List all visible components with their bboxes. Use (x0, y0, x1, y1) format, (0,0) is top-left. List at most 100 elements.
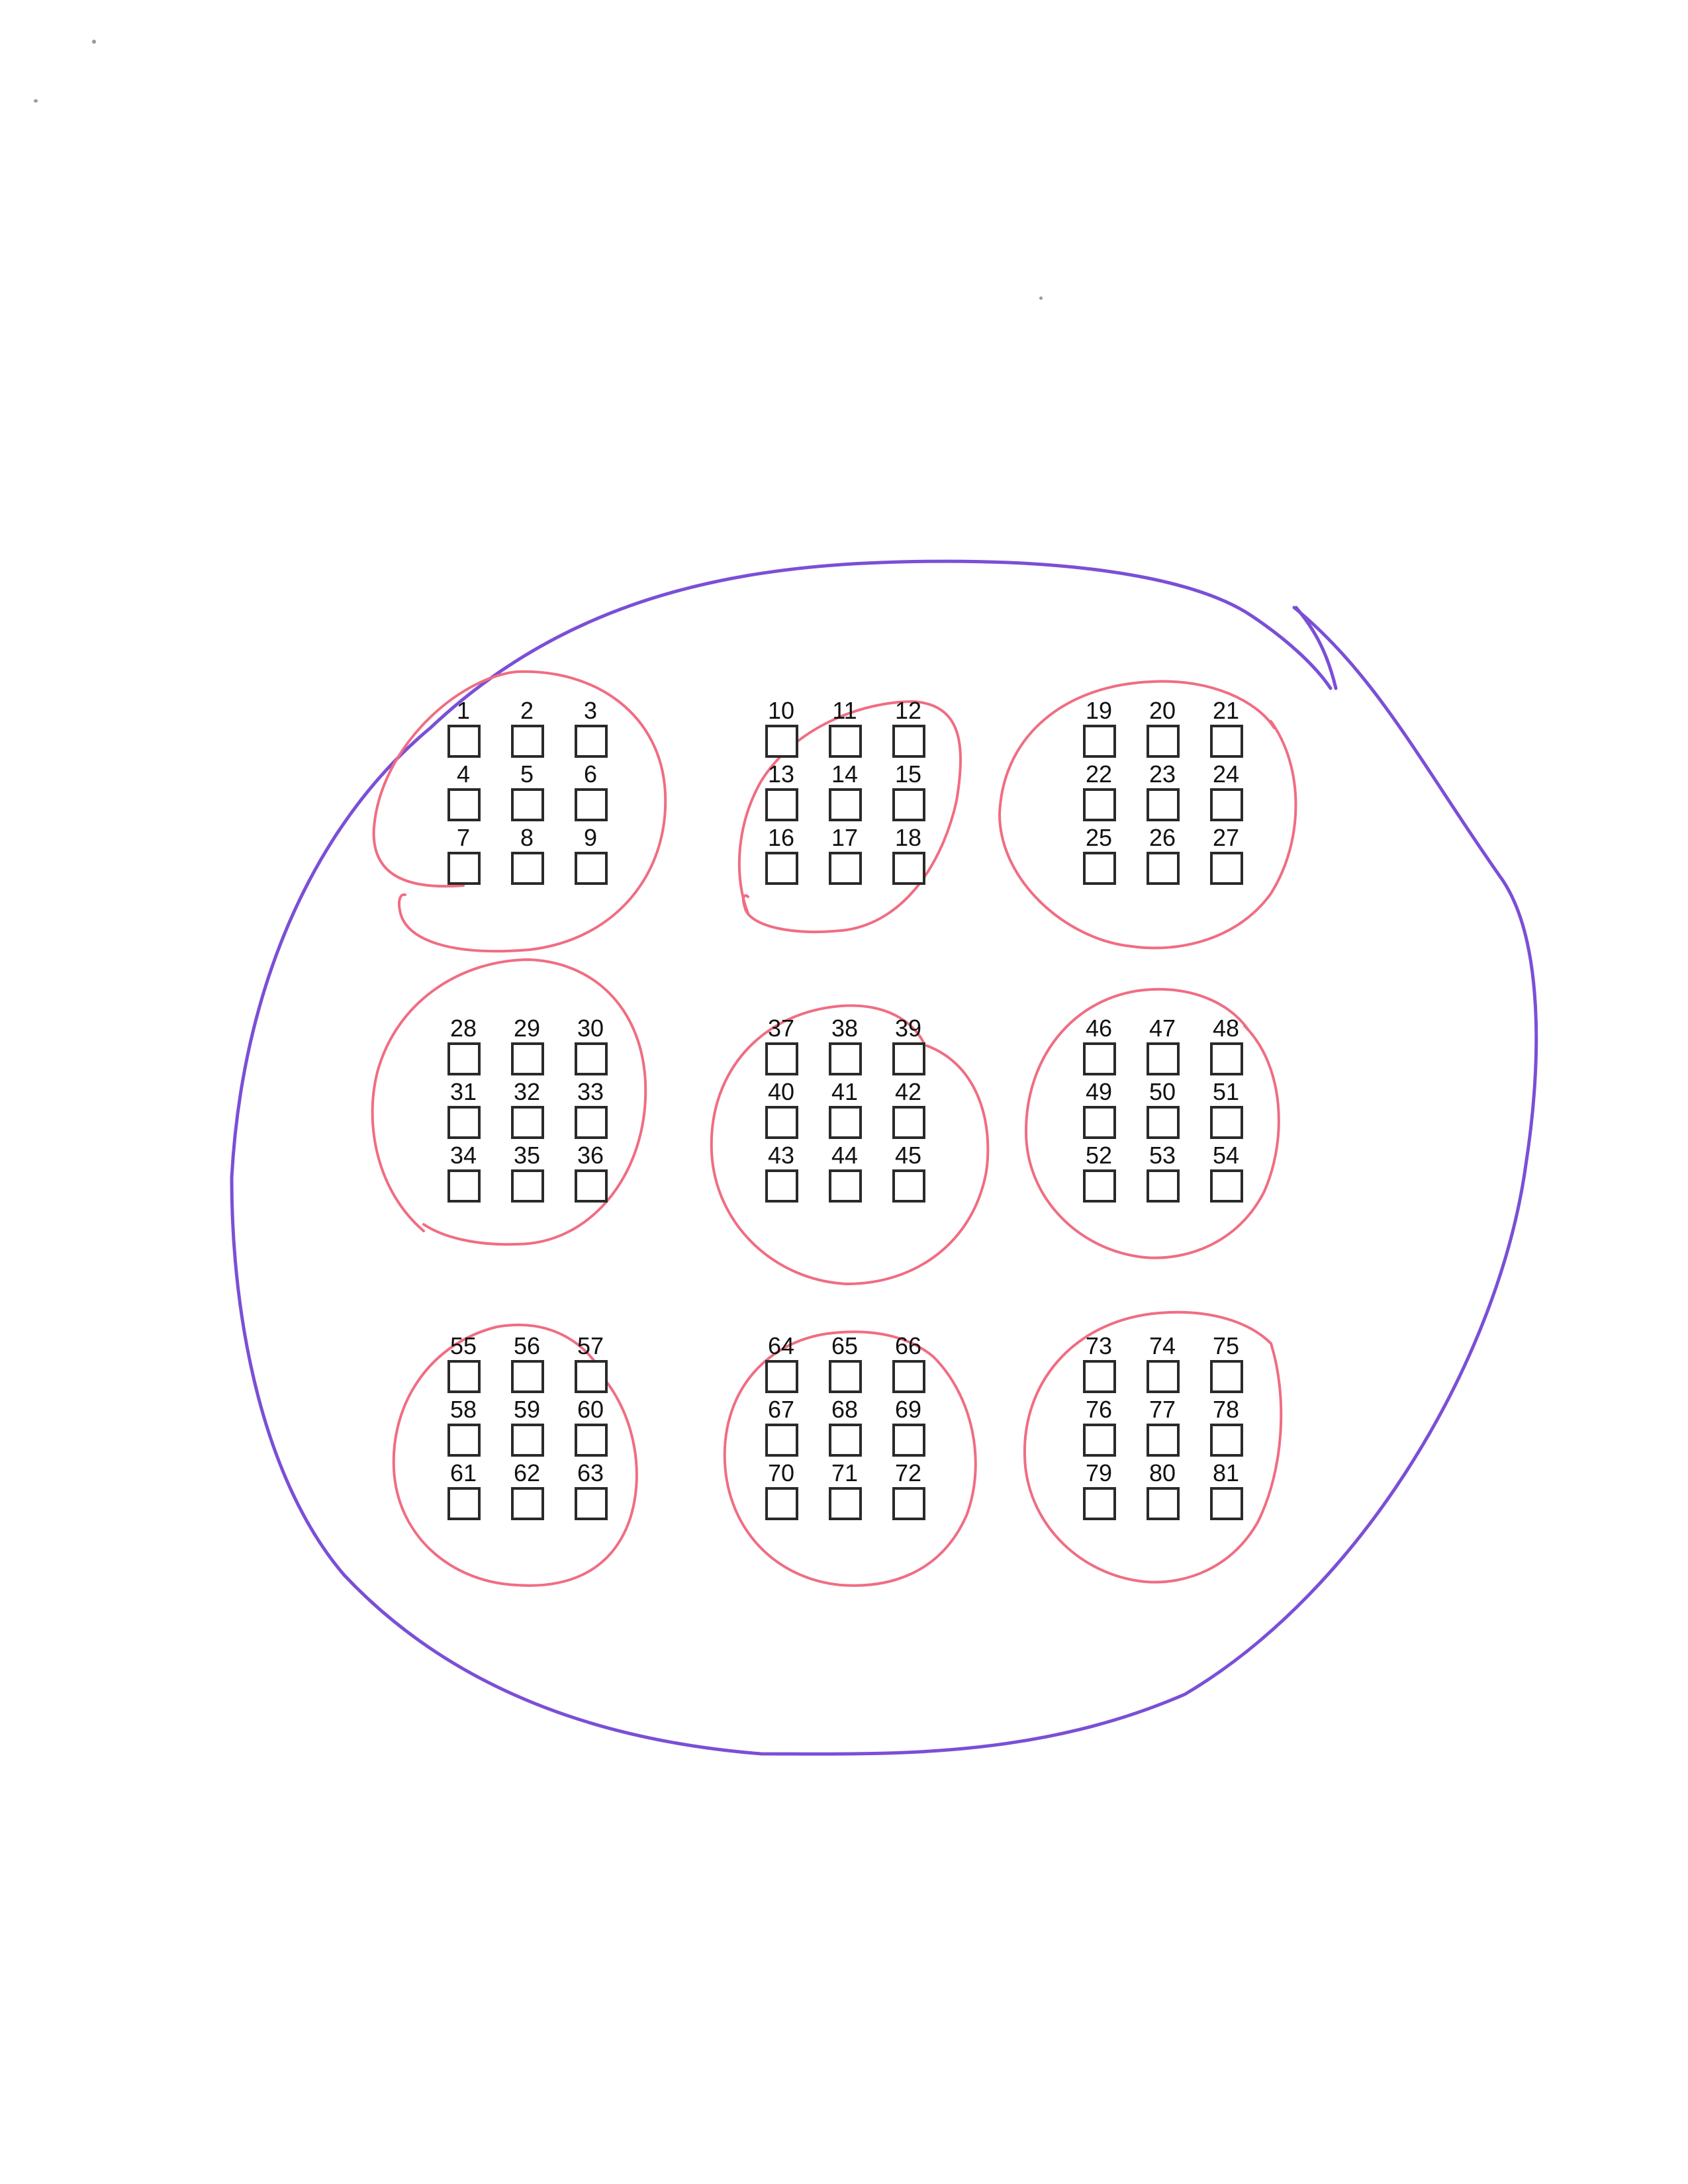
checkbox-number-label: 57 (577, 1332, 604, 1359)
checkbox[interactable] (1210, 1106, 1243, 1139)
checkbox[interactable] (1210, 1169, 1243, 1203)
checkbox[interactable] (892, 1042, 925, 1075)
checkbox[interactable] (447, 1169, 481, 1203)
checkbox[interactable] (1083, 1106, 1116, 1139)
checkbox[interactable] (1147, 1360, 1180, 1393)
checkbox[interactable] (892, 1360, 925, 1393)
checkbox[interactable] (765, 1169, 798, 1203)
checkbox[interactable] (447, 1360, 481, 1393)
checkbox-number-label: 15 (894, 760, 922, 788)
checkbox[interactable] (765, 852, 798, 885)
checkbox[interactable] (1083, 1360, 1116, 1393)
checkbox[interactable] (1083, 725, 1116, 758)
checkbox[interactable] (1147, 1169, 1180, 1203)
checkbox-cell: 68 (825, 1397, 865, 1461)
checkbox[interactable] (1210, 788, 1243, 821)
checkbox[interactable] (575, 852, 608, 885)
checkbox-cell: 71 (825, 1461, 865, 1524)
checkbox[interactable] (575, 1360, 608, 1393)
checkbox[interactable] (1210, 1487, 1243, 1520)
checkbox[interactable] (447, 725, 481, 758)
checkbox[interactable] (892, 1424, 925, 1457)
checkbox-number-label: 54 (1212, 1142, 1240, 1169)
checkbox[interactable] (1147, 852, 1180, 885)
checkbox[interactable] (892, 1106, 925, 1139)
checkbox[interactable] (829, 1424, 862, 1457)
checkbox[interactable] (765, 1424, 798, 1457)
checkbox[interactable] (1083, 788, 1116, 821)
checkbox[interactable] (511, 725, 544, 758)
checkbox[interactable] (829, 788, 862, 821)
checkbox[interactable] (1210, 852, 1243, 885)
checkbox[interactable] (575, 1106, 608, 1139)
checkbox[interactable] (511, 788, 544, 821)
checkbox[interactable] (447, 852, 481, 885)
checkbox[interactable] (1147, 725, 1180, 758)
checkbox-number-label: 38 (831, 1015, 859, 1042)
checkbox[interactable] (1083, 1487, 1116, 1520)
checkbox[interactable] (575, 1487, 608, 1520)
checkbox[interactable] (511, 1106, 544, 1139)
checkbox[interactable] (575, 788, 608, 821)
checkbox[interactable] (765, 1106, 798, 1139)
checkbox[interactable] (511, 852, 544, 885)
checkbox[interactable] (829, 1487, 862, 1520)
checkbox-number-label: 25 (1085, 824, 1113, 851)
checkbox[interactable] (511, 1487, 544, 1520)
checkbox[interactable] (829, 1106, 862, 1139)
checkbox[interactable] (765, 1487, 798, 1520)
checkbox[interactable] (1147, 788, 1180, 821)
checkbox[interactable] (447, 1424, 481, 1457)
checkbox[interactable] (575, 1169, 608, 1203)
checkbox[interactable] (892, 788, 925, 821)
checkbox[interactable] (575, 725, 608, 758)
checkbox[interactable] (511, 1042, 544, 1075)
checkbox[interactable] (575, 1424, 608, 1457)
checkbox[interactable] (829, 1042, 862, 1075)
checkbox-cell: 80 (1143, 1461, 1182, 1524)
checkbox-cell: 56 (507, 1334, 547, 1397)
checkbox[interactable] (1210, 725, 1243, 758)
checkbox[interactable] (892, 725, 925, 758)
checkbox[interactable] (1147, 1106, 1180, 1139)
checkbox[interactable] (829, 1169, 862, 1203)
checkbox[interactable] (892, 852, 925, 885)
checkbox[interactable] (1083, 1042, 1116, 1075)
checkbox[interactable] (1147, 1424, 1180, 1457)
checkbox[interactable] (447, 1042, 481, 1075)
checkbox[interactable] (829, 852, 862, 885)
checkbox-cell: 39 (888, 1016, 928, 1079)
checkbox[interactable] (511, 1169, 544, 1203)
checkbox[interactable] (829, 1360, 862, 1393)
checkbox[interactable] (892, 1487, 925, 1520)
checkbox[interactable] (447, 1487, 481, 1520)
checkbox[interactable] (829, 725, 862, 758)
checkbox[interactable] (1147, 1487, 1180, 1520)
checkbox[interactable] (1083, 852, 1116, 885)
checkbox[interactable] (765, 788, 798, 821)
checkbox[interactable] (765, 1360, 798, 1393)
checkbox-number-label: 47 (1149, 1015, 1176, 1042)
checkbox[interactable] (1210, 1042, 1243, 1075)
checkbox[interactable] (765, 725, 798, 758)
checkbox[interactable] (765, 1042, 798, 1075)
checkbox[interactable] (447, 1106, 481, 1139)
checkbox-cell: 14 (825, 762, 865, 825)
checkbox[interactable] (1210, 1360, 1243, 1393)
checkbox-number-label: 72 (894, 1459, 922, 1486)
checkbox[interactable] (575, 1042, 608, 1075)
checkbox-cell: 5 (507, 762, 547, 825)
checkbox-cell: 13 (761, 762, 801, 825)
checkbox[interactable] (511, 1360, 544, 1393)
checkbox-cell: 36 (571, 1143, 610, 1206)
checkbox[interactable] (892, 1169, 925, 1203)
checkbox[interactable] (1083, 1169, 1116, 1203)
checkbox-number-label: 53 (1149, 1142, 1176, 1169)
checkbox[interactable] (511, 1424, 544, 1457)
checkbox[interactable] (1083, 1424, 1116, 1457)
checkbox[interactable] (447, 788, 481, 821)
checkbox[interactable] (1210, 1424, 1243, 1457)
checkbox-number-label: 26 (1149, 824, 1176, 851)
checkbox[interactable] (1147, 1042, 1180, 1075)
